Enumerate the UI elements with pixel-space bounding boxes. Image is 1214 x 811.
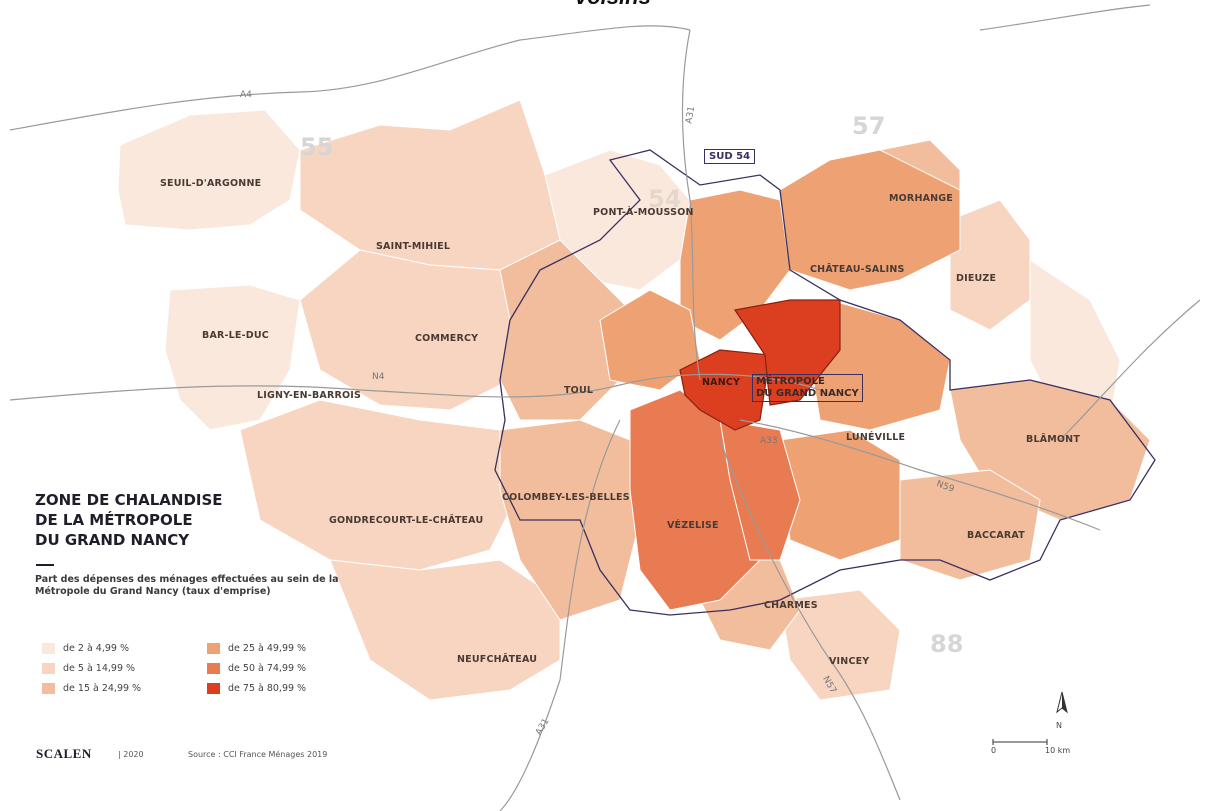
north-label: N [1056,721,1062,730]
road-n57 [719,439,901,801]
place-neufchateau: NEUFCHÂTEAU [457,654,538,665]
zone-dieuze [949,199,1031,331]
sud54-label: SUD 54 [704,149,756,164]
zone-lightest [117,109,1121,431]
cut-title: voisins [575,0,651,10]
zone-seuil-dargonne [117,109,301,231]
scale-end: 10 km [1045,746,1071,755]
dept-88: 88 [930,630,964,658]
legend-label-5: de 50 à 74,99 % [228,663,307,674]
legend-divider [36,564,54,566]
place-toul: TOUL [564,385,594,396]
road-a4 [9,25,691,131]
road-a31-north [681,29,701,381]
scale-start: 0 [991,746,997,755]
legend-title-line3: DU GRAND NANCY [35,531,190,549]
legend-item-1: de 2 à 4,99 % [42,643,129,654]
legend-title-line2: DE LA MÉTROPOLE [35,511,193,529]
metropole-label: MÉTROPOLE DU GRAND NANCY [752,374,863,402]
road-a31-south [499,419,621,811]
zone-north-east-metropole [733,299,841,406]
zone-south-nancy [719,419,801,561]
legend-swatch-4 [207,643,220,654]
zone-vincey [779,589,901,701]
place-ligny-en-barrois: LIGNY-EN-BARROIS [257,390,362,401]
sud54-outline [494,149,1156,616]
place-vincey: VINCEY [829,656,870,667]
scalen-logo: SCALEN [36,746,92,761]
legend-swatch-1 [42,643,55,654]
place-baccarat: BACCARAT [967,530,1025,541]
zone-mid-light [499,139,1151,651]
place-gondrecourt: GONDRECOURT-LE-CHÂTEAU [329,515,484,526]
place-luneville: LUNÉVILLE [846,432,906,443]
legend-item-2: de 5 à 14,99 % [42,663,135,674]
legend-swatch-5 [207,663,220,674]
metropole-label-line2: DU GRAND NANCY [756,388,859,399]
legend-item-6: de 75 à 80,99 % [207,683,306,694]
legend-label-6: de 75 à 80,99 % [228,683,307,694]
place-morhange: MORHANGE [889,193,953,204]
road-label-a4: A4 [240,90,252,100]
place-colombey-les-belles: COLOMBEY-LES-BELLES [502,492,630,503]
legend-title-line1: ZONE DE CHALANDISE [35,491,223,509]
road-label-n4: N4 [372,372,385,382]
road-n4-east [1059,299,1201,441]
place-chateau-salins: CHÂTEAU-SALINS [810,264,905,275]
place-charmes: CHARMES [764,600,818,611]
zone-bar-le-duc [164,284,301,431]
zone-neufchateau [329,559,561,701]
dept-54: 54 [648,185,682,213]
legend-label-3: de 15 à 24,99 % [63,683,142,694]
scale-bar [992,739,1048,745]
metropole-label-line1: MÉTROPOLE [756,376,825,387]
legend-item-3: de 15 à 24,99 % [42,683,141,694]
road-label-a33: A33 [760,436,778,446]
road-north-east [979,4,1151,31]
zone-south-east [779,429,901,561]
zone-chateau-salins [779,149,961,291]
north-arrow-icon [1056,691,1068,714]
footer-source: Source : CCI France Ménages 2019 [188,750,328,759]
roads [9,4,1201,811]
legend-swatch-2 [42,663,55,674]
place-vezelise: VÉZELISE [667,520,719,531]
legend-title: ZONE DE CHALANDISE DE LA MÉTROPOLE DU GR… [35,490,223,550]
place-commercy: COMMERCY [415,333,479,344]
footer-year: | 2020 [118,750,144,759]
zone-metropole [679,349,771,431]
legend-label-1: de 2 à 4,99 % [63,643,129,654]
road-n4 [9,373,821,401]
legend-label-2: de 5 à 14,99 % [63,663,136,674]
legend-subtitle: Part des dépenses des ménages effectuées… [35,574,339,597]
legend-swatch-3 [42,683,55,694]
zone-strong [629,389,801,611]
place-blamont: BLÂMONT [1026,434,1081,445]
legend-label-4: de 25 à 49,99 % [228,643,307,654]
place-dieuze: DIEUZE [956,273,997,284]
place-bar-le-duc: BAR-LE-DUC [202,330,269,341]
place-seuil-dargonne: SEUIL-D'ARGONNE [160,178,262,189]
place-nancy: NANCY [702,377,741,388]
legend-item-4: de 25 à 49,99 % [207,643,306,654]
legend-item-5: de 50 à 74,99 % [207,663,306,674]
place-saint-mihiel: SAINT-MIHIEL [376,241,451,252]
legend-swatch-6 [207,683,220,694]
road-a33 [739,419,1101,531]
place-pont-a-mousson: PONT-À-MOUSSON [593,207,694,218]
dept-57: 57 [852,112,886,140]
zone-commercy [299,249,521,411]
zone-gondrecourt [239,399,521,571]
zone-mid [599,149,961,561]
zone-strongest [679,299,841,431]
dept-55: 55 [300,133,334,161]
